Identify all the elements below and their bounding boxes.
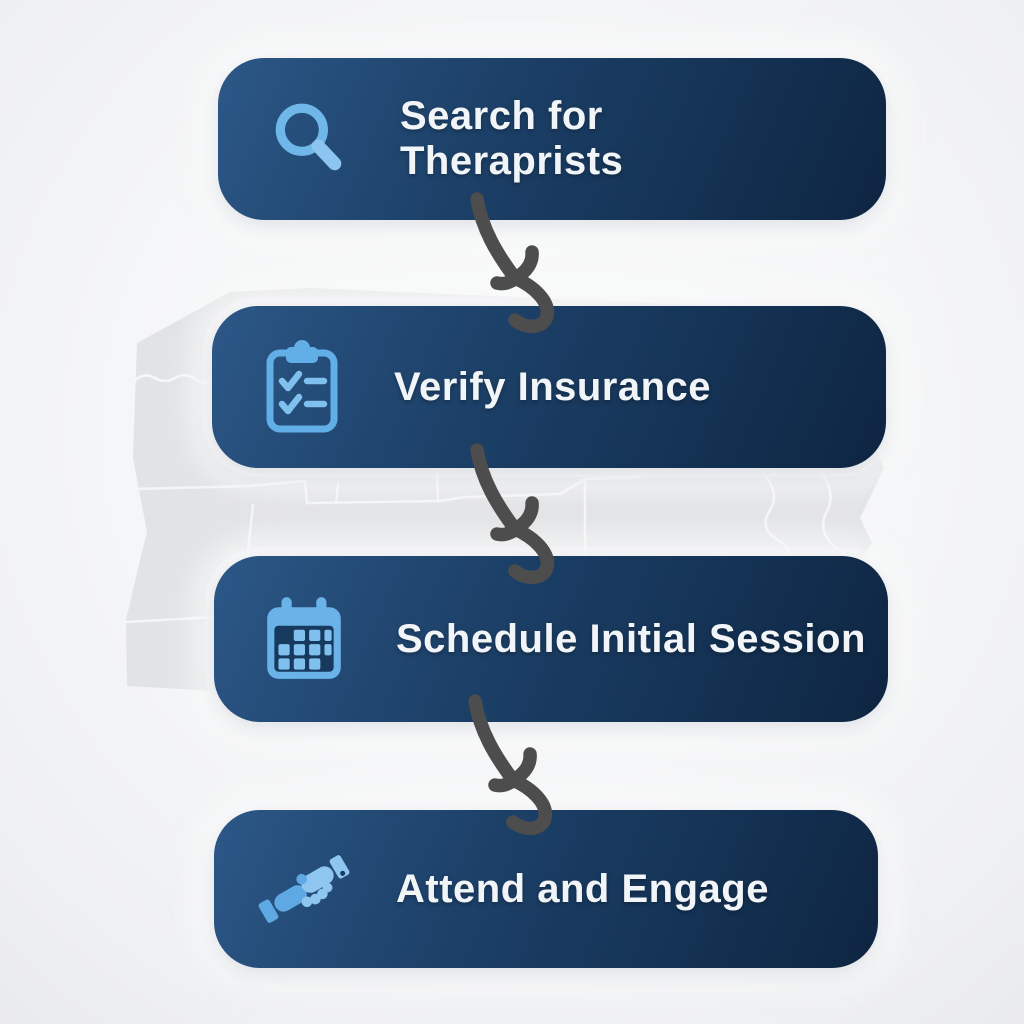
magnifier-icon	[258, 84, 358, 194]
step-label-verify: Verify Insurance	[394, 364, 712, 409]
clipboard-checklist-icon	[252, 332, 352, 442]
step-box-search-for-therapists: Search for Theraprists	[218, 58, 886, 220]
step-label-search: Search for Theraprists	[400, 94, 624, 183]
step-box-schedule-session: Schedule Initial Session	[214, 556, 888, 722]
step-label-attend: Attend and Engage	[396, 866, 769, 911]
step-box-verify-insurance: Verify Insurance	[212, 306, 886, 468]
handshake-icon	[254, 834, 354, 944]
step-label-schedule: Schedule Initial Session	[396, 616, 866, 661]
calendar-icon	[254, 584, 354, 694]
step-box-attend-engage: Attend and Engage	[214, 810, 878, 968]
